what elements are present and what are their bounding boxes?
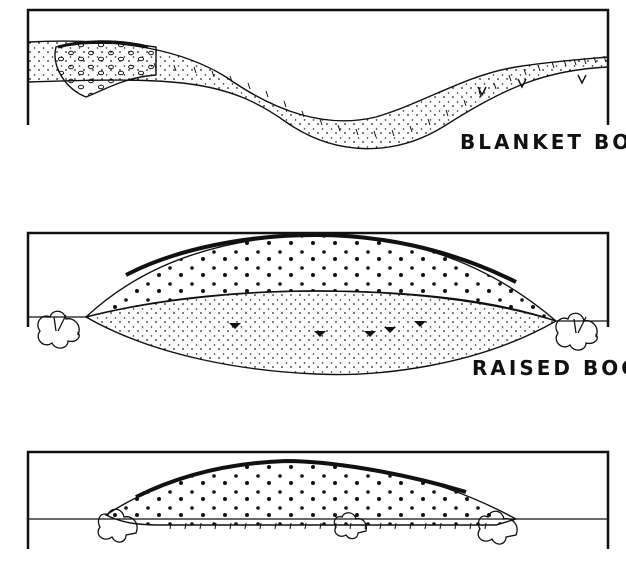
hummock [55,43,156,97]
panel-blanket-bog: BLANKET BOG [28,10,626,154]
caption-raised-bog: RAISED BOG [472,356,626,380]
caption-blanket-bog: BLANKET BOG [460,130,626,154]
panel-valley-bog [28,452,608,549]
shrub-left [556,313,597,350]
peat-dome [106,461,516,525]
panel-raised-bog: RAISED BOG [28,233,626,380]
